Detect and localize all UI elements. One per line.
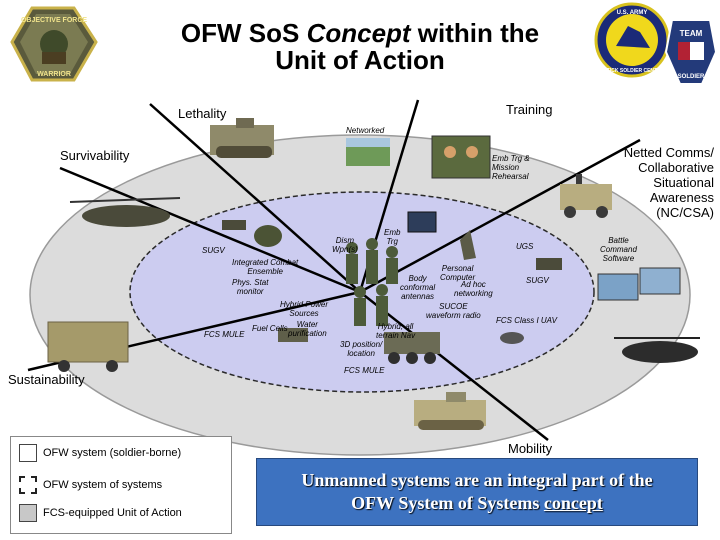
mule-robot-left: [278, 328, 308, 342]
legend-item-system-of-systems: OFW system of systems: [19, 475, 162, 495]
label-survivability: Survivability: [60, 148, 130, 163]
networked-terrain-image: [346, 138, 390, 166]
armored-vehicle-bottom: [414, 392, 486, 430]
label-training: Training: [506, 102, 553, 117]
soldier-group: [346, 238, 398, 326]
mule-robot: [384, 332, 440, 364]
callout-line-1: Unmanned systems are an integral part of…: [301, 470, 653, 490]
annot-ugs: UGS: [516, 242, 534, 251]
callout-box: Unmanned systems are an integral part of…: [256, 458, 698, 526]
sugv-robot-left: [222, 220, 246, 230]
legend-item-soldier-borne: OFW system (soldier-borne): [19, 443, 181, 463]
right-logo-text-top: TEAM: [680, 29, 703, 38]
callout-line-2: OFW System of Systems concept: [351, 493, 603, 513]
label-netted-comms: Netted Comms/ Collaborative Situational …: [623, 145, 714, 220]
sugv-robot-right: [536, 258, 562, 270]
annot-sugv-right: SUGV: [526, 276, 549, 285]
right-logo-text-bottom: SOLDIER: [678, 74, 705, 80]
annot-fcs-mule-bottom: FCS MULE: [344, 366, 385, 375]
legend-swatch-gray: [19, 504, 37, 522]
personal-computer-icon: [407, 211, 437, 233]
annot-fuel-cells: Fuel Cells: [252, 324, 288, 333]
objective-force-warrior-logo: [10, 6, 98, 82]
annot-networked: Networked: [346, 126, 385, 135]
spoke-lethality: [149, 103, 361, 293]
center-logo-text-top: U.S. ARMY: [617, 10, 648, 16]
annot-fcs-class1: FCS Class I UAV: [496, 316, 557, 325]
spoke-survivability: [59, 166, 361, 294]
supply-truck-left: [47, 321, 129, 372]
annot-fcs-mule-left: FCS MULE: [204, 330, 245, 339]
training-photo: [431, 135, 491, 179]
utility-vehicle-right: [560, 174, 612, 218]
annot-sugv-left: SUGV: [202, 246, 225, 255]
helicopter-left: [69, 197, 181, 227]
label-sustainability: Sustainability: [8, 372, 85, 387]
page-title: OFW SoS Concept within the Unit of Actio…: [180, 18, 540, 75]
label-mobility: Mobility: [508, 441, 553, 456]
legend-swatch-solid: [19, 444, 37, 462]
armored-vehicle-top: [210, 118, 274, 158]
team-soldier-logo: [664, 19, 718, 85]
annot-3d-position: 3D position/location: [340, 340, 383, 358]
spoke-mobility: [359, 291, 549, 441]
natick-soldier-center-logo: [594, 2, 670, 78]
spoke-netted-comms: [359, 138, 641, 294]
left-logo-text-top: OBJECTIVE FORCE: [21, 17, 87, 24]
left-logo-text-bottom: WARRIOR: [37, 71, 71, 78]
ugs-sensor: [460, 230, 476, 260]
legend: OFW system (soldier-borne) OFW system of…: [10, 436, 232, 534]
helmet-icon: [254, 225, 282, 247]
center-logo-text-bottom: NATICK SOLDIER CENTER: [600, 68, 664, 74]
battle-command-screens: [597, 267, 681, 301]
legend-item-fcs-unit: FCS-equipped Unit of Action: [19, 503, 182, 523]
legend-swatch-dashed: [19, 476, 37, 494]
helicopter-right: [614, 337, 700, 363]
uav-icon: [500, 332, 524, 344]
label-lethality: Lethality: [178, 106, 227, 121]
